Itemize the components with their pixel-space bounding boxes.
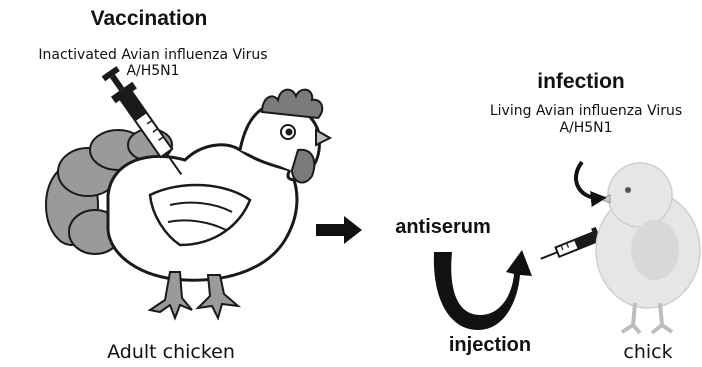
vaccination-strain-label: A/H5N1 (8, 63, 298, 79)
chick-wing (631, 220, 679, 280)
vaccination-virus-label: Inactivated Avian influenza Virus (8, 47, 298, 63)
antiserum-label: antiserum (384, 216, 502, 239)
right-arrow-icon (316, 216, 362, 244)
chick-illustration (596, 163, 700, 333)
vaccination-title: Vaccination (80, 7, 218, 31)
chicken-pupil (286, 129, 293, 136)
infection-title: infection (520, 70, 642, 94)
adult-chicken-illustration (46, 90, 330, 318)
chicken-beak (316, 130, 330, 145)
infection-virus-label: Living Avian influenza Virus (470, 103, 702, 119)
chicken-comb (262, 90, 322, 118)
cycle-arrow-icon (434, 250, 532, 330)
chick-label: chick (612, 341, 684, 363)
injection-label: injection (440, 334, 540, 357)
curved-arrow-icon (576, 162, 602, 198)
chick-eye (625, 187, 631, 193)
chick-head (608, 163, 672, 227)
infection-strain-label: A/H5N1 (470, 120, 702, 136)
adult-chicken-label: Adult chicken (96, 341, 246, 363)
